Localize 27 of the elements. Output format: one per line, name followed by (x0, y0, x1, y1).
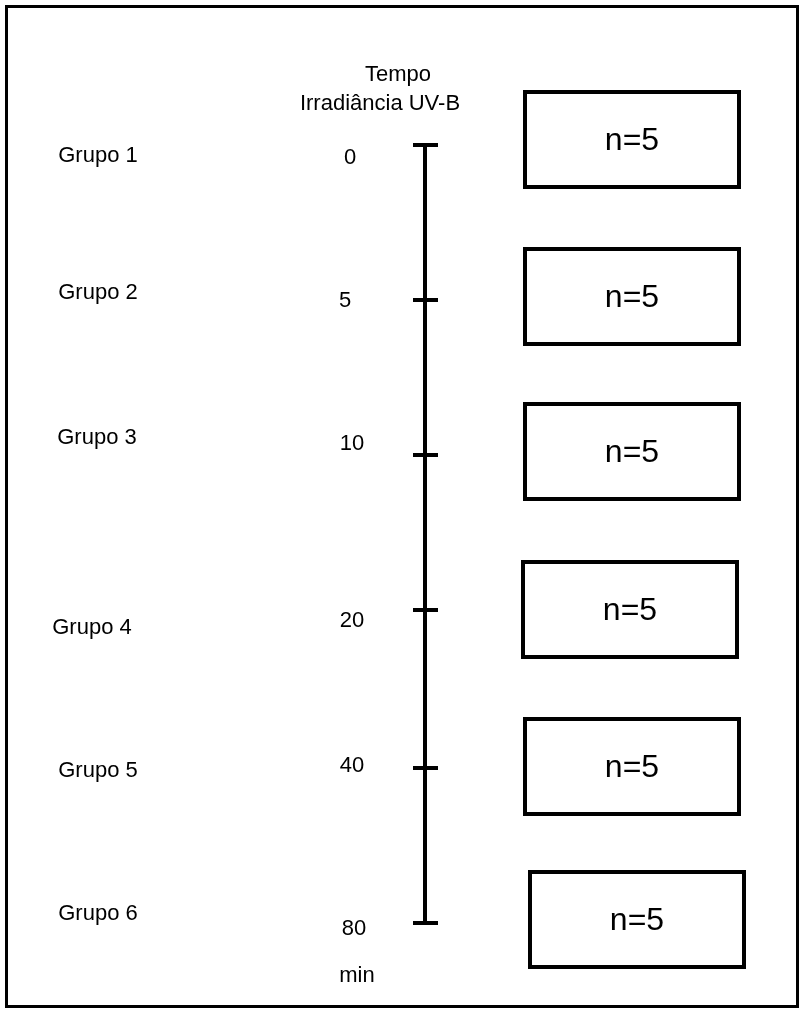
tick-label: 5 (338, 287, 352, 313)
axis-title: Irradiância UV-B (299, 90, 461, 116)
group-box (523, 247, 741, 346)
tick-label: 0 (343, 144, 357, 170)
group-box (523, 90, 741, 189)
sample-size-text: n=5 (604, 748, 660, 785)
group-box (528, 870, 746, 969)
sample-size-text: n=5 (604, 433, 660, 470)
axis-title: Tempo (365, 61, 431, 87)
tick-label: 40 (339, 752, 365, 778)
sample-size-text: n=5 (604, 278, 660, 315)
tick-label: 80 (341, 915, 367, 941)
group-label: Grupo 5 (58, 757, 138, 783)
unit-label: min (339, 962, 375, 988)
sample-size-text: n=5 (604, 121, 660, 158)
group-label: Grupo 4 (52, 614, 132, 640)
group-label: Grupo 6 (58, 900, 138, 926)
group-label: Grupo 3 (57, 424, 137, 450)
group-label: Grupo 2 (58, 279, 138, 305)
tick-label: 10 (339, 430, 365, 456)
group-label: Grupo 1 (58, 142, 138, 168)
group-box (523, 402, 741, 501)
sample-size-text: n=5 (602, 591, 658, 628)
group-box (523, 717, 741, 816)
tick-label: 20 (339, 607, 365, 633)
group-box (521, 560, 739, 659)
sample-size-text: n=5 (609, 901, 665, 938)
